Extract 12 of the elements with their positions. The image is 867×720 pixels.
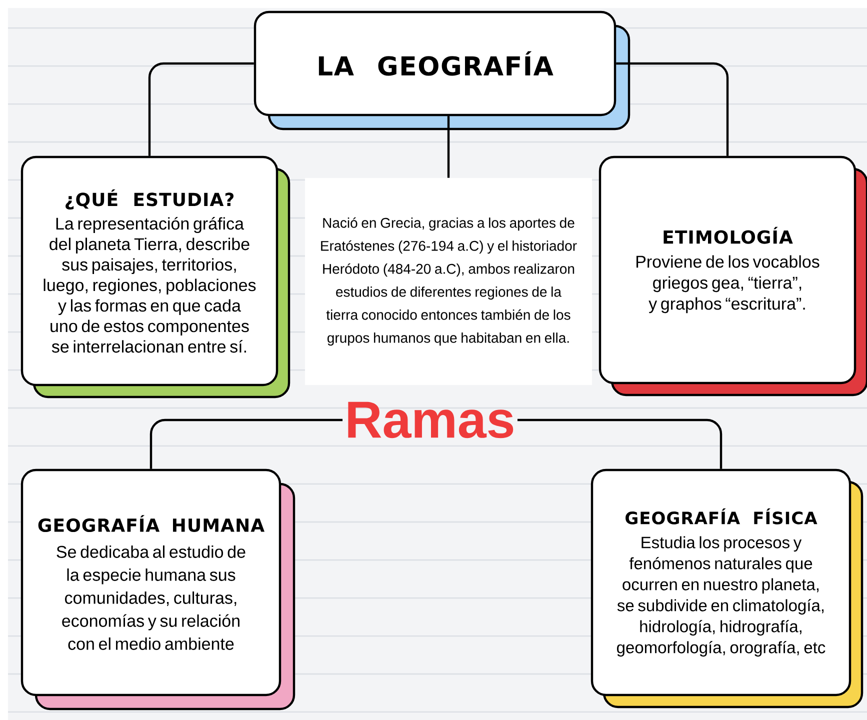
- card: ETIMOLOGÍA Proviene de los vocablos griegos gea, “tierra”, y graphos “escritura”.: [598, 156, 867, 396]
- connector-line: [447, 116, 450, 178]
- heading-text: Ramas: [348, 402, 514, 438]
- connector-line: [150, 418, 343, 469]
- connector-line: [148, 62, 254, 156]
- card: GEOGRAFÍA HUMANA Se dedicaba al estudio de la especie humana sus comunidades, culturas, economías y su relación con el medio ambiente: [20, 468, 296, 710]
- card: ¿QUÉ ESTUDIA? La representación gráfica del planeta Tierra, describe sus paisajes, territorios, luego, regiones, poblaciones y las formas en que cada uno de estos componentes se interrelacionan entre sí.: [20, 156, 290, 398]
- connector-line: [616, 62, 729, 156]
- connector-line: [517, 418, 722, 469]
- card: LA GEOGRAFÍA: [254, 10, 630, 130]
- text-panel: Nació en Grecia, gracias a los aportes de Eratóstenes (276-194 a.C) y el historiador Heródoto (484-20 a.C), ambos realizaron estudios de diferentes regiones de la tierra conocido entonces también de los grupos humanos que habitaban en ella.: [305, 178, 592, 385]
- card: GEOGRAFÍA FÍSICA Estudia los procesos y fenómenos naturales que ocurren en nuestro planeta, se subdivide en climatología, hidrología, hidrografía, geomorfología, orografía, etc: [590, 468, 864, 708]
